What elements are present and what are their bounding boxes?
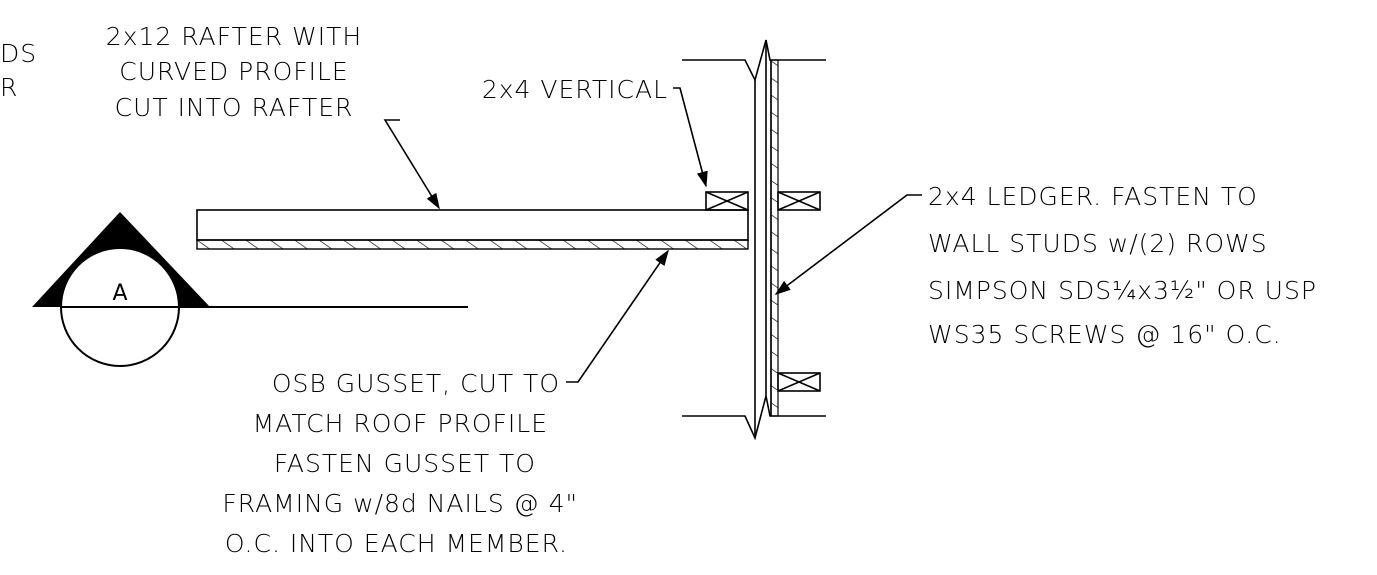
wall-stud-upper bbox=[777, 191, 821, 211]
leader-vertical bbox=[673, 87, 708, 188]
svg-text:2x4 VERTICAL: 2x4 VERTICAL bbox=[482, 75, 668, 104]
wall-ledger-hatch bbox=[770, 59, 779, 417]
svg-text:CURVED PROFILE: CURVED PROFILE bbox=[119, 57, 348, 86]
svg-text:DS: DS bbox=[0, 39, 37, 68]
note-gusset: OSB GUSSET, CUT TO MATCH ROOF PROFILE FA… bbox=[222, 369, 578, 558]
note-vertical: 2x4 VERTICAL bbox=[482, 75, 668, 104]
leaders bbox=[383, 87, 922, 383]
osb-gusset-hatch bbox=[196, 239, 749, 250]
rafter bbox=[196, 209, 749, 250]
rafter-body bbox=[196, 209, 749, 241]
svg-text:WS35 SCREWS @ 16" O.C.: WS35 SCREWS @ 16" O.C. bbox=[928, 320, 1282, 349]
wall-break-bottom bbox=[682, 395, 826, 441]
svg-text:OSB GUSSET, CUT TO: OSB GUSSET, CUT TO bbox=[272, 369, 560, 398]
svg-text:R: R bbox=[0, 73, 18, 102]
svg-text:2x12 RAFTER WITH: 2x12 RAFTER WITH bbox=[106, 22, 362, 51]
svg-text:SIMPSON SDS¼x3½" OR USP: SIMPSON SDS¼x3½" OR USP bbox=[928, 276, 1317, 305]
svg-text:MATCH ROOF PROFILE: MATCH ROOF PROFILE bbox=[253, 409, 548, 438]
note-rafter: 2x12 RAFTER WITH CURVED PROFILE CUT INTO… bbox=[106, 22, 362, 122]
svg-text:O.C. INTO EACH MEMBER.: O.C. INTO EACH MEMBER. bbox=[225, 529, 568, 558]
svg-text:WALL STUDS w/(2) ROWS: WALL STUDS w/(2) ROWS bbox=[928, 229, 1268, 258]
svg-text:FRAMING w/8d NAILS @ 4": FRAMING w/8d NAILS @ 4" bbox=[222, 489, 578, 518]
leader-rafter bbox=[383, 119, 440, 210]
wall-break-top bbox=[682, 39, 826, 83]
section-marker-label: A bbox=[112, 281, 127, 306]
wall bbox=[682, 39, 826, 441]
section-marker: A bbox=[32, 212, 468, 367]
note-cut-left: DS R bbox=[0, 39, 37, 102]
leader-ledger bbox=[774, 194, 922, 295]
svg-text:2x4 LEDGER. FASTEN TO: 2x4 LEDGER. FASTEN TO bbox=[928, 182, 1258, 211]
svg-text:CUT INTO RAFTER: CUT INTO RAFTER bbox=[115, 93, 354, 122]
svg-text:FASTEN GUSSET TO: FASTEN GUSSET TO bbox=[274, 449, 536, 478]
note-ledger: 2x4 LEDGER. FASTEN TO WALL STUDS w/(2) R… bbox=[928, 182, 1317, 349]
vertical-2x4 bbox=[705, 191, 749, 211]
leader-gusset bbox=[566, 249, 669, 383]
wall-stud-lower bbox=[777, 372, 821, 392]
